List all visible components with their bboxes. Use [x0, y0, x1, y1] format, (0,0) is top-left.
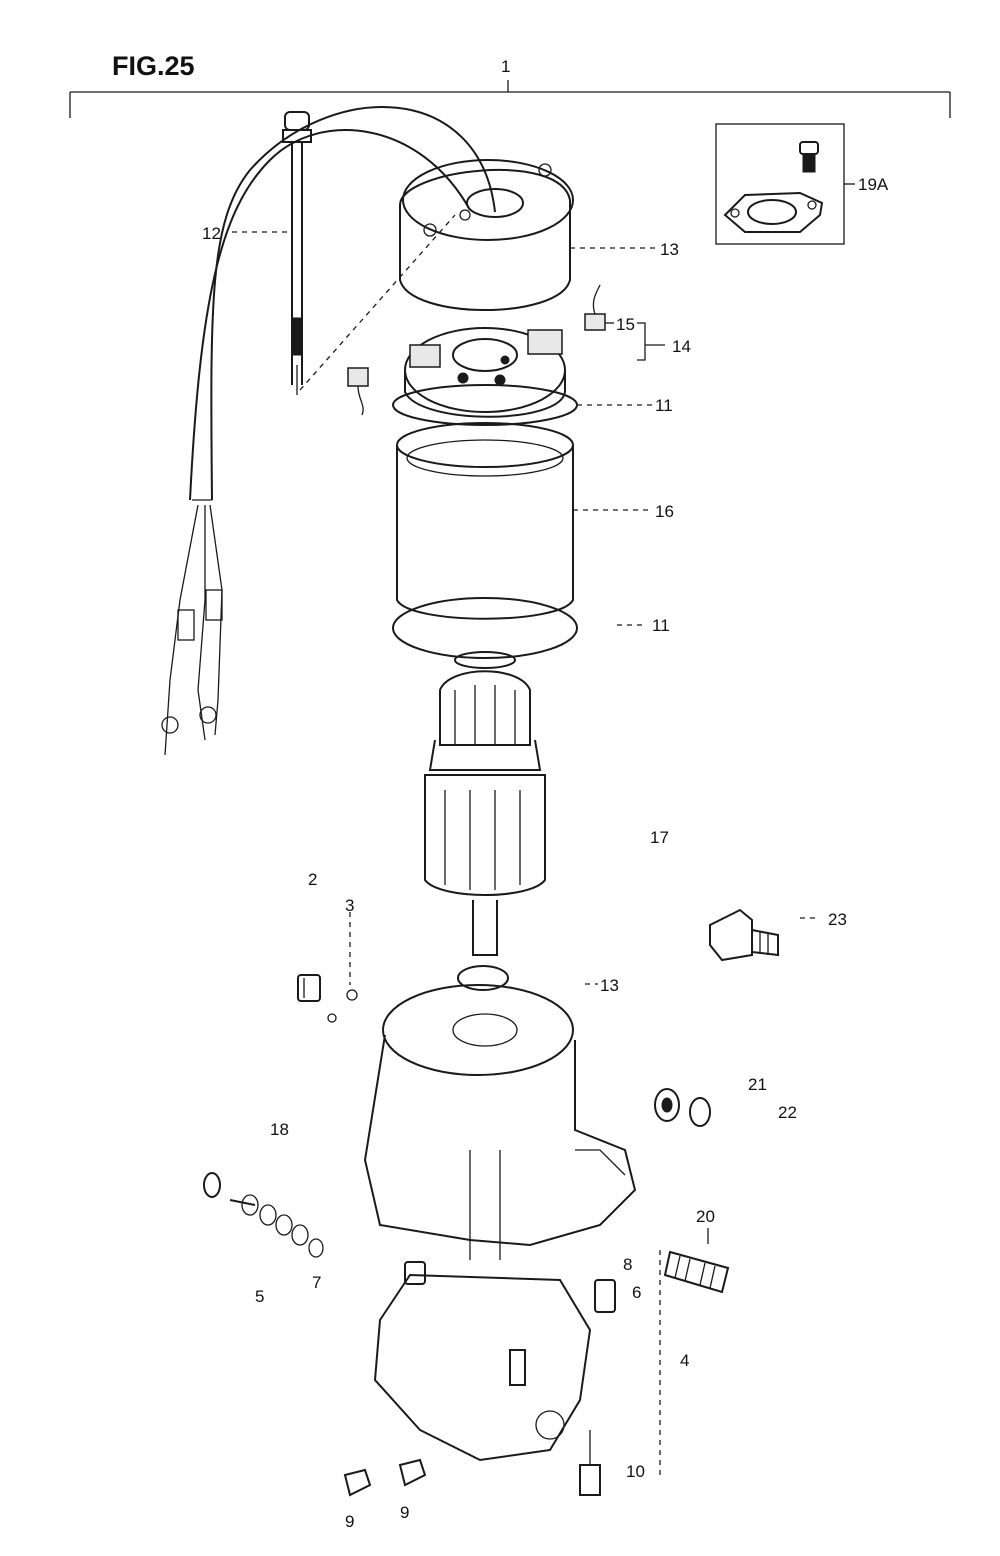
callout-10: 10 [626, 1462, 645, 1481]
end-cap [399, 159, 574, 311]
yoke-housing [396, 422, 574, 620]
armature [424, 651, 546, 956]
callout-17: 17 [650, 828, 669, 847]
figure-title: FIG.25 [112, 51, 195, 81]
callout-15: 15 [616, 315, 635, 334]
callout-2: 2 [308, 870, 317, 889]
callout-13-lower: 13 [600, 976, 619, 995]
callout-22: 22 [778, 1103, 797, 1122]
assembly-callout-number: 1 [501, 57, 510, 76]
gasket-kit-inset [715, 123, 855, 245]
terminal-nut-and-washer [297, 912, 358, 1023]
callout-11-upper: 11 [655, 396, 673, 415]
callout-7: 7 [312, 1273, 321, 1292]
callout-14: 14 [672, 337, 691, 356]
callout-21: 21 [748, 1075, 767, 1094]
lead-wire-harness [161, 106, 496, 756]
callout-8: 8 [623, 1255, 632, 1274]
terminal-bolt [709, 908, 779, 962]
bracket-14 [637, 322, 665, 361]
drive-end-housing [363, 965, 637, 1260]
callout-9-right: 9 [400, 1503, 409, 1522]
nut-and-washer [654, 1088, 711, 1127]
assembly-bracket [69, 80, 951, 118]
callout-4: 4 [680, 1351, 689, 1370]
callout-12: 12 [202, 224, 221, 243]
callout-18: 18 [270, 1120, 289, 1139]
stud-bolt [663, 1228, 730, 1294]
callout-5: 5 [255, 1287, 264, 1306]
o-ring-lower [392, 597, 578, 659]
callout-19a: 19A [858, 175, 889, 194]
callout-23: 23 [828, 910, 847, 929]
solenoid-assembly [343, 1250, 661, 1497]
callout-16: 16 [655, 502, 674, 521]
callout-9-left: 9 [345, 1512, 354, 1531]
pinion-gear-set [203, 1172, 324, 1258]
through-bolt [282, 111, 312, 395]
brush-holder-plate [347, 284, 606, 418]
callout-11-lower: 11 [652, 616, 670, 635]
callout-6: 6 [632, 1283, 641, 1302]
callout-13: 13 [660, 240, 679, 259]
callout-20: 20 [696, 1207, 715, 1226]
callout-3: 3 [345, 896, 354, 915]
